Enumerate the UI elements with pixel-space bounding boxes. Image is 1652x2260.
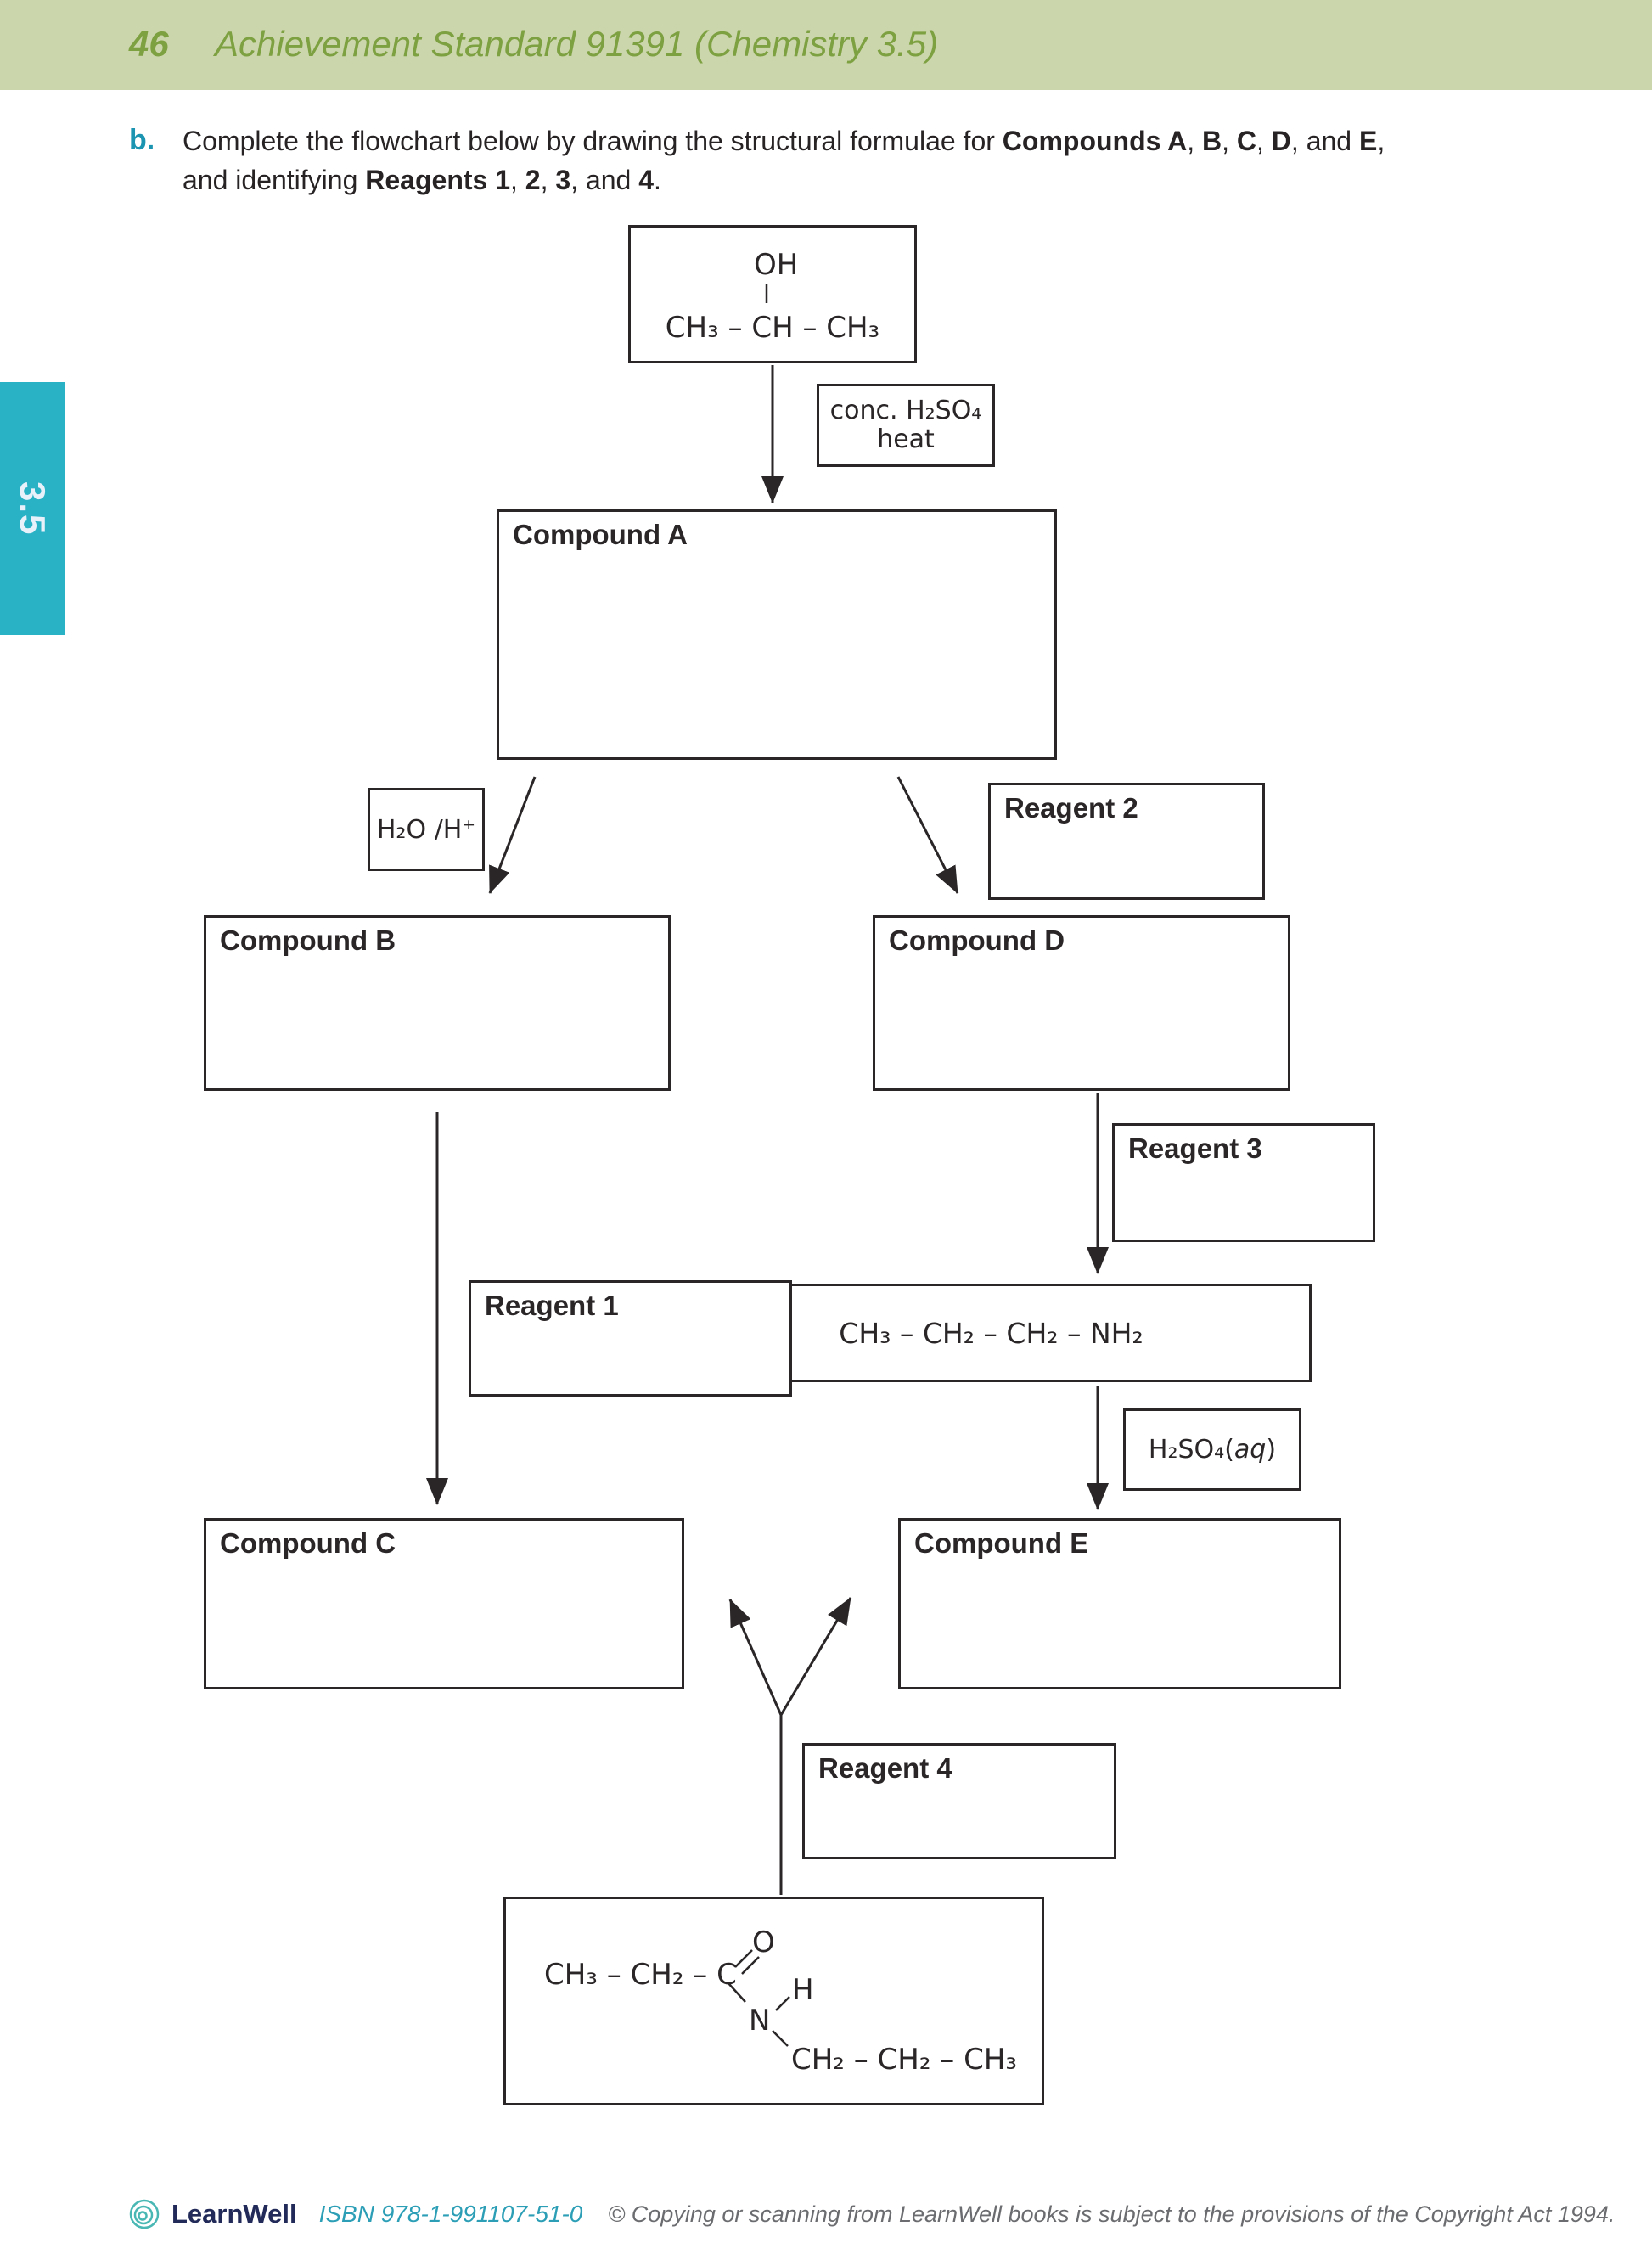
amide-right-chain: CH₂ – CH₂ – CH₃ xyxy=(791,2043,1018,2077)
h2so4-aq-pre: H₂SO₄( xyxy=(1148,1435,1234,1465)
arrow-amide-to-c xyxy=(728,1599,783,1716)
question-label: b. xyxy=(129,124,155,156)
conc-h2so4-line2: heat xyxy=(877,424,935,454)
h2so4-aq-italic: aq xyxy=(1233,1435,1267,1465)
amide-nitrogen: N xyxy=(749,2004,771,2038)
amide-oxygen: O xyxy=(752,1925,775,1959)
compound-a-label: Compound A xyxy=(513,519,688,550)
footer: LearnWell ISBN 978-1-991107-51-0 © Copyi… xyxy=(127,2194,1615,2235)
propylamine-formula-box: CH₃ – CH₂ – CH₂ – NH₂ xyxy=(671,1284,1312,1382)
section-tab-3-5: 3.5 xyxy=(0,382,65,635)
reagent-1-label: Reagent 1 xyxy=(485,1290,619,1321)
propylamine-formula: CH₃ – CH₂ – CH₂ – NH₂ xyxy=(839,1316,1143,1350)
h2so4-aq-post: ) xyxy=(1266,1435,1277,1465)
arrow-amide-to-e xyxy=(779,1597,852,1716)
isbn-text: ISBN 978-1-991107-51-0 xyxy=(318,2201,583,2227)
reagent-2-box[interactable]: Reagent 2 xyxy=(988,783,1265,900)
compound-d-label: Compound D xyxy=(889,925,1065,956)
amide-left-chain: CH₃ – CH₂ – C xyxy=(544,1958,737,1992)
page-number: 46 xyxy=(129,24,169,64)
compound-b-label: Compound B xyxy=(220,925,396,956)
section-tab-label: 3.5 xyxy=(13,481,53,537)
question-text-line2: and identifying Reagents 1, 2, 3, and 4. xyxy=(183,165,661,195)
start-formula-chain: CH₃ – CH – CH₃ xyxy=(665,311,880,345)
reagent-1-box[interactable]: Reagent 1 xyxy=(469,1280,792,1397)
header-band xyxy=(0,0,1652,90)
start-formula-box xyxy=(628,225,917,363)
arrow-a-to-d xyxy=(896,776,959,894)
brand-name: LearnWell xyxy=(171,2199,297,2229)
h2o-h-plus-label-box: H₂O /H⁺ xyxy=(368,788,485,871)
compound-b-box[interactable]: Compound B xyxy=(204,915,671,1091)
compound-e-box[interactable]: Compound E xyxy=(898,1518,1341,1689)
reagent-4-label: Reagent 4 xyxy=(818,1752,952,1784)
conc-h2so4-label-box: conc. H₂SO₄ heat xyxy=(817,384,995,467)
reagent-2-label: Reagent 2 xyxy=(1004,792,1138,824)
amide-formula-box xyxy=(503,1897,1044,2105)
h2so4-aq-label-box: H₂SO₄(aq) xyxy=(1123,1408,1301,1491)
compound-c-box[interactable]: Compound C xyxy=(204,1518,684,1689)
h2o-h-plus-text: H₂O /H⁺ xyxy=(376,814,476,845)
reagent-3-box[interactable]: Reagent 3 xyxy=(1112,1123,1375,1242)
compound-c-label: Compound C xyxy=(220,1527,396,1559)
page-title: Achievement Standard 91391 (Chemistry 3.… xyxy=(215,24,939,64)
reagent-4-box[interactable]: Reagent 4 xyxy=(802,1743,1116,1859)
compound-e-label: Compound E xyxy=(914,1527,1089,1559)
compound-d-box[interactable]: Compound D xyxy=(873,915,1290,1091)
copyright-text: © Copying or scanning from LearnWell boo… xyxy=(608,2201,1615,2227)
amide-hydrogen: H xyxy=(792,1973,814,2007)
compound-a-box[interactable]: Compound A xyxy=(497,509,1057,760)
start-formula-oh: OH xyxy=(754,248,799,282)
conc-h2so4-line1: conc. H₂SO₄ xyxy=(829,396,982,425)
question-text-line1: Complete the flowchart below by drawing … xyxy=(183,126,1385,156)
arrow-a-to-b xyxy=(488,776,537,894)
reagent-3-label: Reagent 3 xyxy=(1128,1133,1262,1164)
learnwell-logo-icon xyxy=(129,2199,160,2229)
